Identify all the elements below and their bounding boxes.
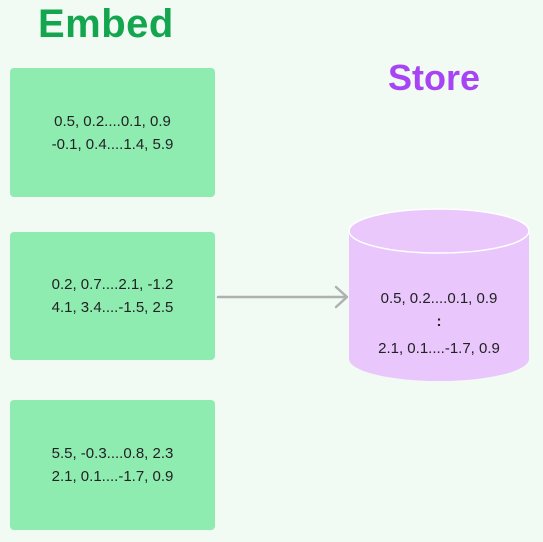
database-cylinder-icon xyxy=(348,208,530,381)
stored-vector-ellipsis: : xyxy=(436,313,442,330)
embed-title: Embed xyxy=(38,2,174,46)
embedding-card-3: 5.5, -0.3....0.8, 2.3 2.1, 0.1....-1.7, … xyxy=(10,400,215,530)
arrow-right-icon xyxy=(216,285,349,309)
embedding-card-1: 0.5, 0.2....0.1, 0.9 -0.1, 0.4....1.4, 5… xyxy=(10,68,215,197)
embedding-values-line: 4.1, 3.4....-1.5, 2.5 xyxy=(51,299,174,316)
embedding-values-line: 2.1, 0.1....-1.7, 0.9 xyxy=(51,468,174,485)
embedding-card-2: 0.2, 0.7....2.1, -1.2 4.1, 3.4....-1.5, … xyxy=(10,232,215,360)
embedding-values-line: 0.2, 0.7....2.1, -1.2 xyxy=(51,276,174,293)
store-title: Store xyxy=(388,57,481,98)
stored-vector-line: 0.5, 0.2....0.1, 0.9 xyxy=(380,290,498,307)
embedding-values-line: -0.1, 0.4....1.4, 5.9 xyxy=(51,135,174,153)
embedding-values-line: 5.5, -0.3....0.8, 2.3 xyxy=(51,445,174,462)
stored-vector-line: 2.1, 0.1....-1.7, 0.9 xyxy=(378,340,500,357)
embedding-values-line: 0.5, 0.2....0.1, 0.9 xyxy=(54,112,171,130)
